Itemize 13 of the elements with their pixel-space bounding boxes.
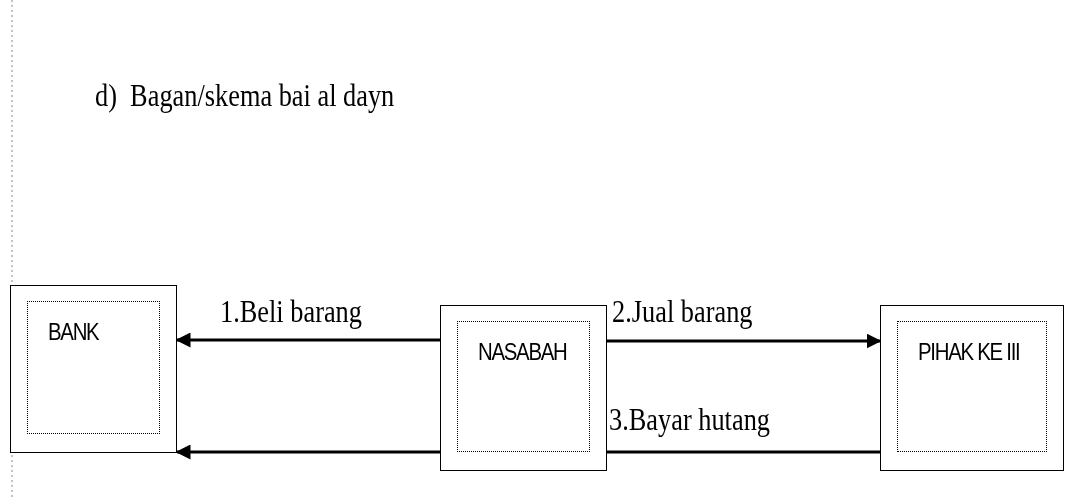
process-box [880,305,1064,471]
node-label: BANK [48,318,99,346]
node-label: PIHAK KE III [918,338,1020,366]
process-box [440,305,607,471]
edge-label: 2.Jual barang [612,296,753,327]
arrow [175,444,440,460]
edge-label: 3.Bayar hutang [609,404,770,435]
diagram-title: d) Bagan/skema bai al dayn [95,78,395,114]
arrow [607,333,882,349]
arrow [175,332,440,348]
edge-label: 1.Beli barang [220,296,362,327]
node-label: NASABAH [478,338,567,366]
process-box [10,285,177,453]
